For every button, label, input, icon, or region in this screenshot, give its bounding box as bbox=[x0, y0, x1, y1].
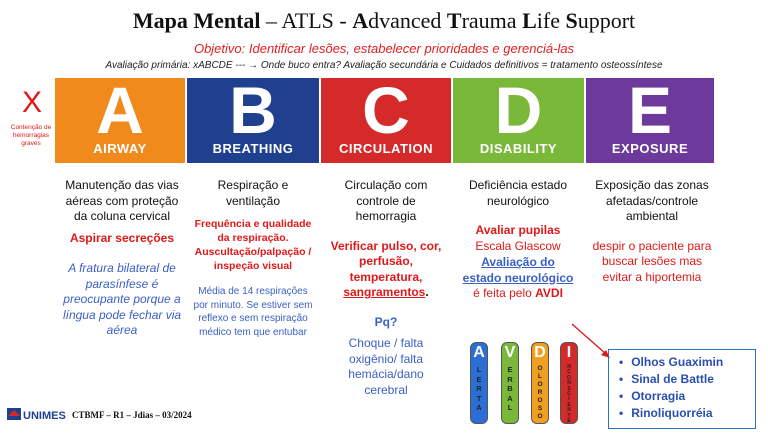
block-breathing: B BREATHING bbox=[187, 78, 319, 163]
avdi-alerta-rest: L E R T A bbox=[476, 365, 482, 412]
block-exposure-word: EXPOSURE bbox=[611, 141, 689, 156]
circulation-bleeding: sangramentos bbox=[343, 285, 426, 299]
finding-otorragia: Otorragia bbox=[619, 388, 755, 405]
unimes-logo-icon: UNIMES bbox=[7, 408, 66, 422]
x-hemorrhage-mark: X bbox=[22, 86, 43, 119]
block-circulation-word: CIRCULATION bbox=[338, 141, 434, 156]
block-airway: A AIRWAY bbox=[55, 78, 185, 163]
airway-column: Manutenção das vias aéreas com proteção … bbox=[58, 178, 186, 339]
circulation-desc: Circulação com controle de hemorragia bbox=[344, 178, 428, 223]
block-disability: D DISABILITY bbox=[453, 78, 584, 163]
circulation-answer: Choque / falta oxigênio/ falta hemácia/d… bbox=[348, 336, 424, 397]
circulation-question: Pq? bbox=[374, 314, 398, 329]
avdi-verbal-letter: V bbox=[504, 344, 516, 361]
finding-olhos-guaximin: Olhos Guaximin bbox=[619, 354, 755, 371]
exposure-column: Exposição das zonas afetadas/controle am… bbox=[592, 178, 712, 285]
circulation-column: Circulação com controle de hemorragia Ve… bbox=[326, 178, 446, 398]
airway-desc: Manutenção das vias aéreas com proteção … bbox=[65, 178, 179, 223]
exposure-action: despir o paciente para buscar lesões mas… bbox=[592, 238, 712, 284]
block-exposure: E EXPOSURE bbox=[586, 78, 714, 163]
avdi-verbal-rest: E R B A L bbox=[507, 365, 513, 412]
title-part1: Mapa Mental bbox=[132, 8, 261, 33]
block-circulation-letter: C bbox=[362, 78, 410, 147]
title-word-support: Support bbox=[565, 8, 636, 33]
block-exposure-letter: E bbox=[627, 78, 673, 147]
avdi-doloroso-rest: O L O R O S O bbox=[537, 365, 543, 420]
circulation-action: Verificar pulso, cor, perfusão, temperat… bbox=[330, 238, 442, 300]
avdi-chip-alerta: A L E R T A bbox=[470, 342, 488, 424]
x-hemorrhage-note: Contenção de hemorragias graves bbox=[10, 124, 52, 147]
title-word-trauma: Trauma bbox=[446, 8, 523, 33]
disability-desc: Deficiência estado neurológico bbox=[468, 178, 568, 208]
primary-survey-text: Avaliação primária: xABCDE --- → Onde bu… bbox=[105, 60, 663, 71]
block-airway-letter: A bbox=[96, 78, 144, 147]
disability-column: Deficiência estado neurológico Avaliar p… bbox=[462, 178, 574, 302]
objective-text: Objetivo: Identificar lesões, estabelece… bbox=[193, 41, 575, 56]
avdi-alerta-letter: A bbox=[473, 344, 485, 361]
block-circulation: C CIRCULATION bbox=[321, 78, 451, 163]
avdi-chip-inconsciente: I N C O N S C I E N T E bbox=[560, 342, 578, 424]
airway-note: A fratura bilateral de parasínfese é pre… bbox=[62, 261, 182, 337]
airway-action: Aspirar secreções bbox=[69, 230, 175, 245]
avdi-chip-doloroso: D O L O R O S O bbox=[531, 342, 549, 424]
breathing-action: Frequência e qualidade da respiração. Au… bbox=[194, 218, 312, 272]
block-breathing-word: BREATHING bbox=[212, 141, 294, 156]
avdi-inconsciente-rest: N C O N S C I E N T E bbox=[567, 364, 571, 424]
block-breathing-letter: B bbox=[229, 78, 277, 147]
block-disability-letter: D bbox=[494, 78, 543, 147]
footer-credit: CTBMF – R1 – Jdias – 03/2024 bbox=[72, 410, 192, 420]
disability-link[interactable]: Avaliação do estado neurológico bbox=[462, 255, 574, 285]
arrow-to-findings-icon bbox=[571, 323, 610, 358]
block-airway-word: AIRWAY bbox=[93, 141, 147, 156]
avdi-doloroso-letter: D bbox=[534, 344, 546, 361]
breathing-desc: Respiração e ventilação bbox=[217, 178, 289, 208]
disability-avdi-sentence: Avaliação do estado neurológico é feita … bbox=[462, 255, 574, 300]
breathing-column: Respiração e ventilação Frequência e qua… bbox=[193, 178, 313, 339]
unimes-logo-text: UNIMES bbox=[23, 410, 66, 422]
disability-glasgow: Escala Glascow bbox=[475, 238, 561, 253]
block-disability-word: DISABILITY bbox=[479, 141, 558, 156]
breathing-note: Média de 14 respirações por minuto. Se e… bbox=[193, 286, 313, 338]
exposure-desc: Exposição das zonas afetadas/controle am… bbox=[595, 178, 709, 223]
finding-sinal-battle: Sinal de Battle bbox=[619, 371, 755, 388]
avdi-inconsciente-letter: I bbox=[566, 344, 572, 361]
avdi-chip-verbal: V E R B A L bbox=[501, 342, 519, 424]
findings-box: Olhos Guaximin Sinal de Battle Otorragia… bbox=[608, 349, 756, 429]
title-word-advanced: Advanced bbox=[352, 8, 447, 33]
title-part2: – ATLS - bbox=[260, 8, 353, 33]
disability-pupils: Avaliar pupilas bbox=[475, 223, 561, 237]
page-title: Mapa Mental – ATLS - Advanced Trauma Lif… bbox=[0, 8, 768, 34]
title-word-life: Life bbox=[522, 8, 566, 33]
finding-rinoliquorreia: Rinoliquorréia bbox=[619, 405, 755, 422]
unimes-logo: UNIMES bbox=[6, 404, 72, 429]
